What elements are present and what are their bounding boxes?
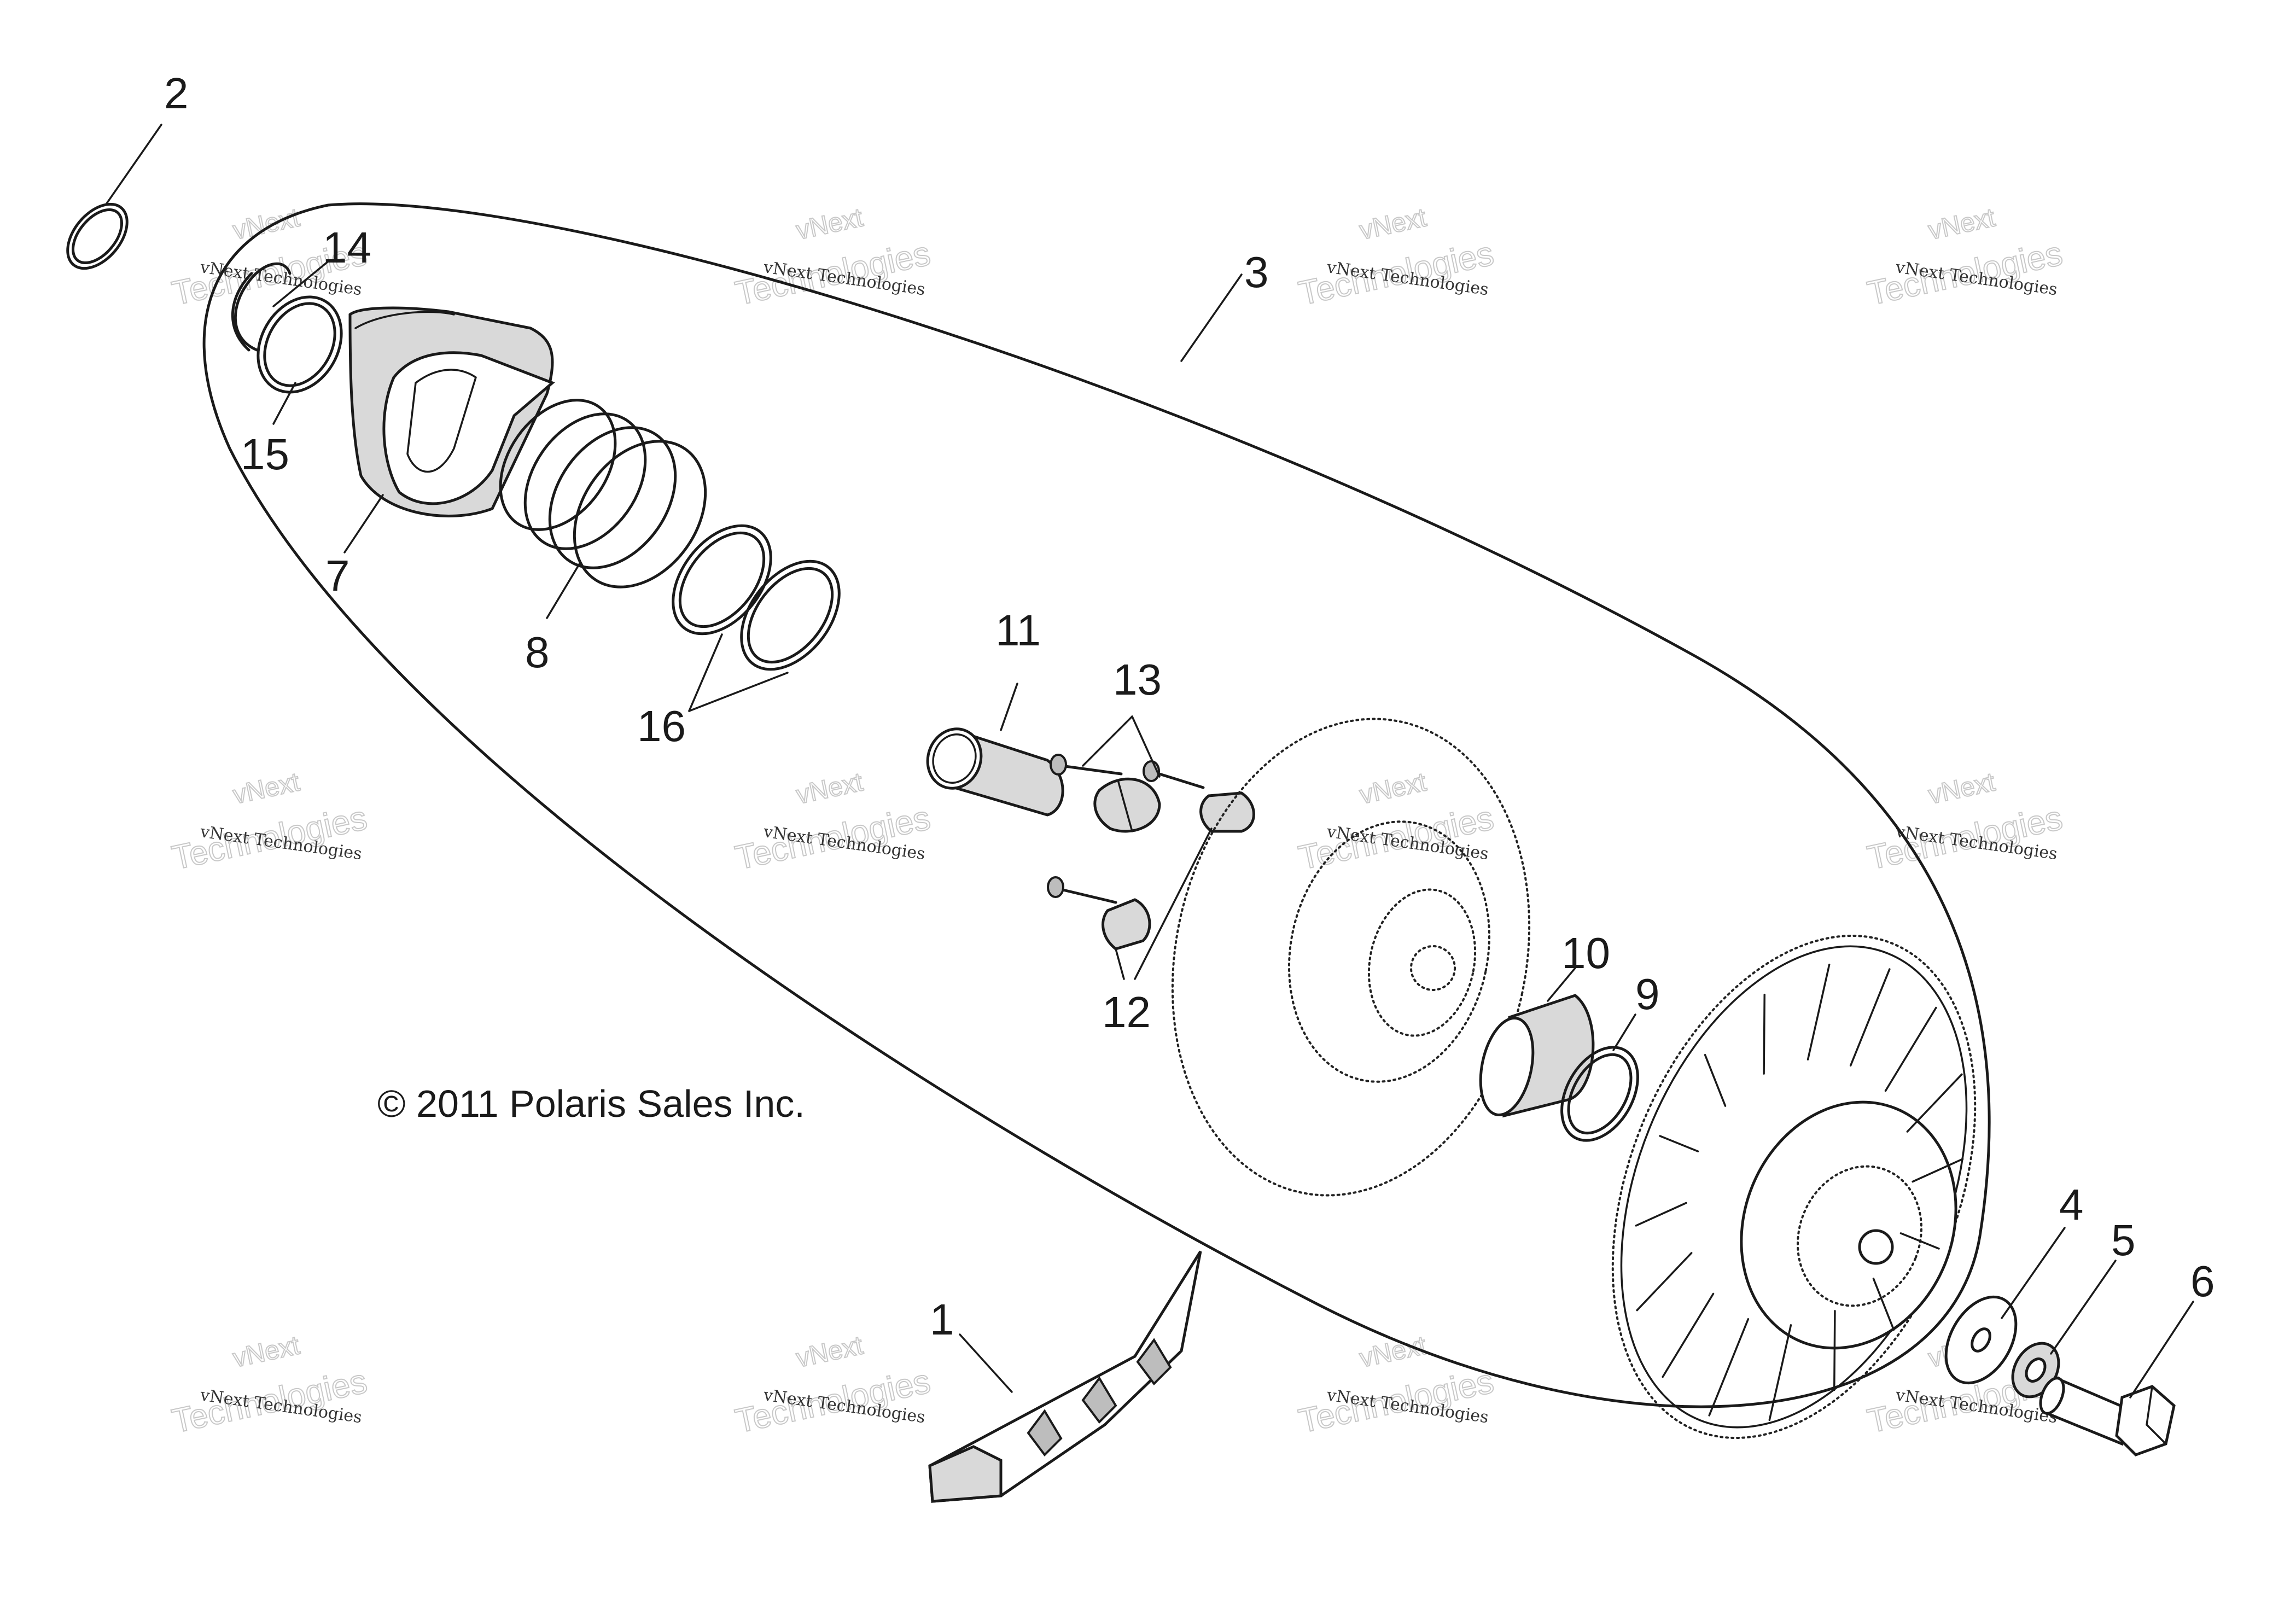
- washer-part-9: [1560, 1046, 1639, 1142]
- sheave-vane: [1906, 1073, 1963, 1133]
- watermark-brand: vNext: [1357, 1331, 1429, 1373]
- roller-part-13: [1093, 777, 1161, 833]
- snap-ring-part-14-inner: [231, 272, 253, 352]
- sheave-vane: [1662, 1292, 1715, 1378]
- washer-part-15-inner: [263, 302, 336, 387]
- sheave-vane: [1636, 1252, 1693, 1312]
- callout-5: 5: [2111, 1216, 2136, 1264]
- callout-12: 12: [1102, 988, 1151, 1036]
- washer-part-9-inner: [1567, 1053, 1633, 1135]
- watermark-brand: vNext: [230, 203, 302, 245]
- callout-16: 16: [637, 702, 686, 750]
- watermark-brand: vNext: [794, 203, 865, 245]
- roller-part-12a: [1199, 791, 1255, 833]
- sheave-vane: [1912, 1158, 1964, 1183]
- callout-4: 4: [2059, 1180, 2084, 1229]
- callout-8: 8: [525, 628, 550, 677]
- callout-13: 13: [1113, 655, 1162, 704]
- ring-part-2-inner: [71, 208, 124, 265]
- washer-part-16a: [672, 524, 772, 636]
- sheave-vane: [1849, 968, 1891, 1067]
- assembly-outline: [202, 202, 1991, 1408]
- watermark-brand: vNext: [1357, 203, 1429, 245]
- washer-part-4-hole: [1971, 1327, 1991, 1353]
- washer-part-4: [1944, 1295, 2018, 1385]
- movable-sheave: [1171, 718, 1531, 1197]
- callout-14: 14: [323, 223, 371, 272]
- washer-part-5-hole: [2025, 1357, 2047, 1383]
- sheave-vane: [1635, 1202, 1687, 1227]
- watermark-brand: vNext: [230, 1331, 302, 1373]
- watermark-brand: vNext: [1357, 767, 1429, 809]
- callout-2: 2: [164, 69, 189, 118]
- callout-6: 6: [2190, 1257, 2215, 1306]
- bushing-part-11: [926, 727, 1064, 817]
- watermark-brand: vNext: [1926, 767, 1997, 809]
- screw-part-12: [1047, 876, 1117, 904]
- bolt-part-6: [2039, 1376, 2176, 1456]
- sheave-vane: [1884, 1006, 1937, 1092]
- washer-part-16a-inner: [678, 531, 766, 628]
- callout-15: 15: [241, 430, 289, 479]
- callout-11: 11: [995, 606, 1041, 655]
- sheave-vane: [1899, 1232, 1940, 1250]
- watermark-brand: vNext: [1926, 203, 1997, 245]
- watermark-brand: vNext: [794, 767, 865, 809]
- washer-part-15: [257, 295, 343, 394]
- washer-part-16b-inner: [747, 567, 834, 664]
- copyright-notice: © 2011 Polaris Sales Inc.: [377, 1082, 805, 1125]
- sheave-vane: [1872, 1278, 1895, 1331]
- callout-10: 10: [1561, 929, 1610, 977]
- callout-3: 3: [1244, 248, 1269, 296]
- callout-labels: 2 3 14 15 7 8 16 11 13 12 10 9 4 5 6 1: [164, 69, 2215, 1344]
- sheave-vane: [1659, 1135, 1699, 1152]
- roller-part-12b: [1102, 898, 1151, 951]
- sheave-vane: [1768, 1324, 1792, 1421]
- leader-lines: [106, 124, 2194, 1398]
- screw-part-13b: [1143, 760, 1205, 789]
- bushing-part-10: [1479, 994, 1595, 1118]
- spring-part-8: [499, 399, 707, 588]
- sheave-vane: [1807, 963, 1831, 1060]
- snap-ring-part-14: [234, 262, 292, 352]
- sheave-vane: [1704, 1053, 1727, 1107]
- washer-part-16b: [740, 560, 841, 671]
- ring-part-2: [66, 202, 129, 270]
- screw-part-13a: [1050, 754, 1123, 776]
- callout-1: 1: [930, 1295, 954, 1344]
- watermark-brand: vNext: [794, 1331, 865, 1373]
- callout-9: 9: [1635, 970, 1660, 1018]
- sheave-vane: [1833, 1310, 1836, 1391]
- drive-belt-part-1: [928, 1250, 1202, 1503]
- sheave-vane: [1708, 1318, 1750, 1417]
- helix-part-7: [348, 306, 555, 517]
- watermark-brand: vNext: [230, 767, 302, 809]
- fixed-sheave: [1611, 934, 1977, 1440]
- callout-7: 7: [325, 551, 350, 600]
